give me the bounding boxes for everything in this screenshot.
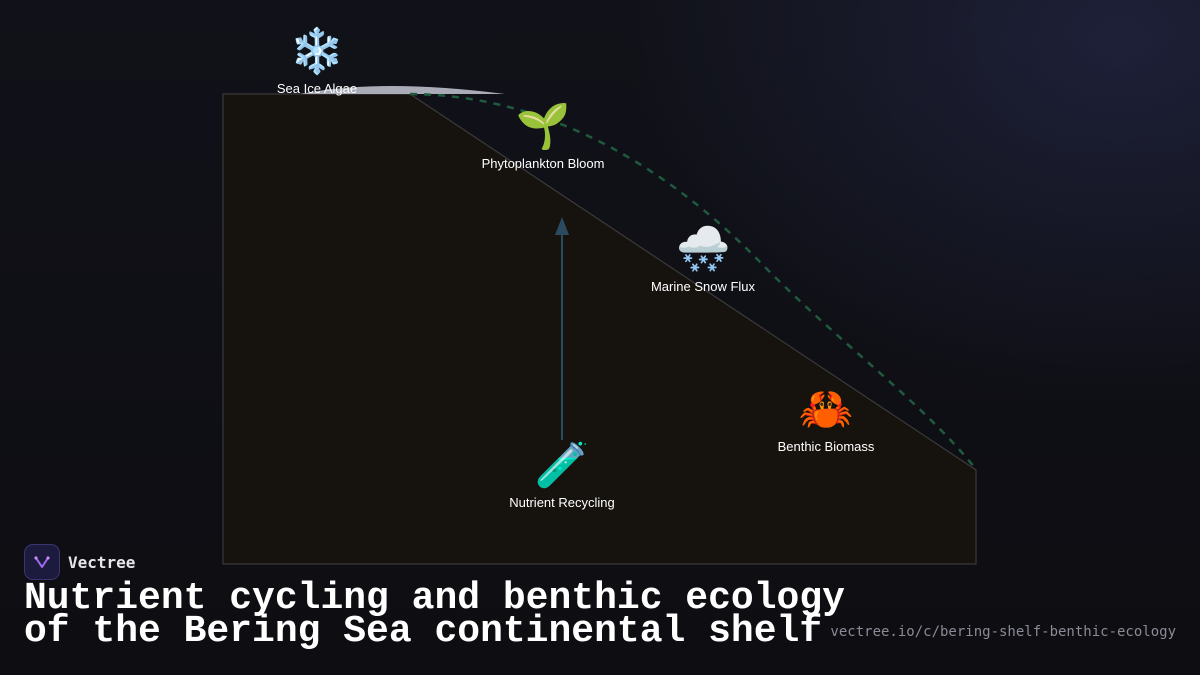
node-marine-snow-flux[interactable]: 🌨️ Marine Snow Flux: [603, 224, 803, 295]
source-url[interactable]: vectree.io/c/bering-shelf-benthic-ecolog…: [830, 624, 1176, 640]
test-tube-icon: 🧪: [534, 440, 590, 491]
page-title: Nutrient cycling and benthic ecology of …: [24, 577, 845, 653]
vectree-logo-icon: [24, 544, 60, 580]
brand[interactable]: Vectree: [24, 544, 135, 580]
node-sea-ice-algae[interactable]: ❄️ Sea Ice Algae: [217, 26, 417, 97]
node-nutrient-recycling[interactable]: 🧪 Nutrient Recycling: [462, 440, 662, 511]
node-benthic-biomass[interactable]: 🦀 Benthic Biomass: [726, 384, 926, 455]
sea-ice-sheet: [300, 86, 505, 94]
node-label-sea-ice-algae: Sea Ice Algae: [276, 81, 358, 96]
node-label-benthic-biomass: Benthic Biomass: [777, 439, 875, 454]
seedling-icon: 🌱: [515, 101, 571, 152]
node-label-marine-snow-flux: Marine Snow Flux: [650, 279, 756, 294]
crab-icon: 🦀: [798, 384, 854, 435]
carbon-flow-path: [409, 92, 976, 469]
upwelling-arrow-head: [555, 217, 569, 235]
brand-name: Vectree: [68, 552, 136, 572]
node-label-phytoplankton-bloom: Phytoplankton Bloom: [481, 156, 605, 171]
node-label-nutrient-recycling: Nutrient Recycling: [509, 495, 615, 510]
page-title-line-2: of the Bering Sea continental shelf: [24, 610, 823, 653]
snowflake-icon: ❄️: [289, 26, 345, 77]
cloud-snow-icon: 🌨️: [675, 224, 731, 275]
page-title-line-1: Nutrient cycling and benthic ecology: [24, 577, 845, 620]
node-phytoplankton-bloom[interactable]: 🌱 Phytoplankton Bloom: [443, 101, 643, 172]
